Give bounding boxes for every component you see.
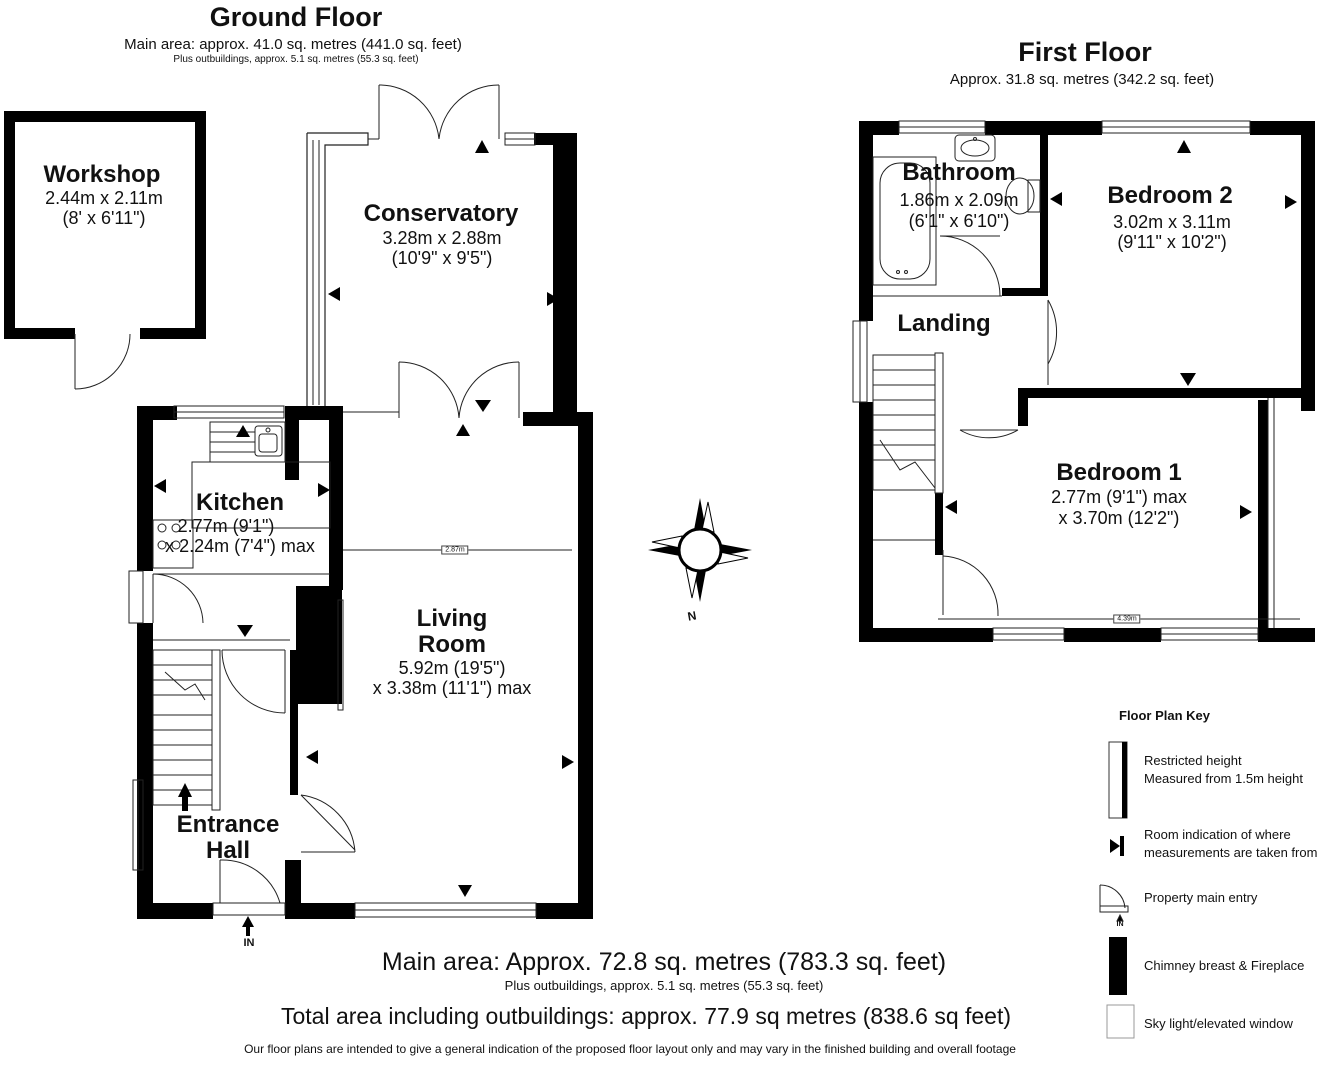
living-room-dim-line1: 5.92m (19'5") bbox=[398, 658, 506, 678]
workshop-dim-metric: 2.44m x 2.11m bbox=[45, 188, 163, 208]
workshop-name: Workshop bbox=[43, 161, 161, 188]
key-title: Floor Plan Key bbox=[1119, 708, 1211, 723]
restricted-height-icon bbox=[1108, 741, 1128, 819]
landing-name: Landing bbox=[897, 310, 991, 337]
first-floor-indicators bbox=[945, 140, 1297, 519]
summary-total-area: Total area including outbuildings: appro… bbox=[280, 1003, 1012, 1029]
ground-floor-thin-lines bbox=[128, 405, 537, 918]
workshop-door bbox=[74, 333, 131, 390]
kitchen-name: Kitchen bbox=[195, 489, 285, 516]
conservatory-french-doors bbox=[378, 84, 500, 140]
disclaimer-text: Our floor plans are intended to give a g… bbox=[244, 1042, 1016, 1056]
entrance-hall-name-line2: Hall bbox=[205, 837, 251, 864]
ground-floor-walls bbox=[137, 406, 593, 919]
kitchen-dim-line1: 2.77m (9'1") bbox=[177, 516, 275, 536]
bedroom2-dim-metric: 3.02m x 3.11m bbox=[1113, 212, 1231, 232]
bedroom2-name: Bedroom 2 bbox=[1107, 182, 1233, 209]
bathroom-fittings bbox=[872, 134, 1041, 286]
ground-floor-title: Ground Floor bbox=[209, 2, 383, 32]
compass-rose bbox=[648, 498, 752, 602]
ground-floor-internal-doors bbox=[152, 573, 356, 904]
entrance-hall-name-line1: Entrance bbox=[176, 811, 280, 838]
entry-in-label: IN bbox=[243, 937, 255, 949]
main-entry-icon bbox=[1099, 884, 1129, 922]
bathroom-name: Bathroom bbox=[902, 159, 1016, 186]
workshop-walls bbox=[4, 111, 206, 339]
conservatory-dim-imperial: (10'9" x 9'5") bbox=[391, 248, 493, 268]
bathroom-dim-imperial: (6'1" x 6'10") bbox=[908, 211, 1010, 231]
key-item-restricted-height: Restricted height Measured from 1.5m hei… bbox=[1144, 753, 1303, 786]
first-floor-area: Approx. 31.8 sq. metres (342.2 sq. feet) bbox=[949, 71, 1215, 88]
first-floor-thin-lines bbox=[852, 120, 1275, 641]
summary-outbuildings: Plus outbuildings, approx. 5.1 sq. metre… bbox=[504, 978, 824, 993]
skylight-icon bbox=[1106, 1004, 1135, 1039]
key-icons bbox=[1099, 741, 1135, 1039]
first-floor-walls bbox=[859, 121, 1315, 642]
living-room-measure-label: 2.87m bbox=[441, 545, 469, 555]
living-room-name-line1: Living bbox=[416, 605, 488, 632]
ground-floor-outbuildings: Plus outbuildings, approx. 5.1 sq. metre… bbox=[173, 54, 419, 65]
conservatory-dim-metric: 3.28m x 2.88m bbox=[382, 228, 502, 248]
room-indication-icon bbox=[1110, 836, 1124, 856]
bathroom-dim-metric: 1.86m x 2.09m bbox=[899, 190, 1019, 210]
conservatory-walls bbox=[306, 132, 577, 418]
bedroom1-dim-line1: 2.77m (9'1") max bbox=[1051, 487, 1187, 507]
kitchen-fittings bbox=[152, 421, 331, 569]
living-room-dim-line2: x 3.38m (11'1") max bbox=[372, 678, 532, 698]
ground-floor-main-area: Main area: approx. 41.0 sq. metres (441.… bbox=[124, 36, 462, 53]
key-item-skylight: Sky light/elevated window bbox=[1144, 1016, 1293, 1031]
living-french-doors bbox=[398, 361, 520, 419]
conservatory-name: Conservatory bbox=[363, 200, 519, 227]
key-in-label: IN bbox=[1116, 921, 1124, 928]
bedroom1-dim-line2: x 3.70m (12'2") bbox=[1058, 508, 1180, 528]
bedroom1-name: Bedroom 1 bbox=[1056, 459, 1182, 486]
living-room-name-line2: Room bbox=[418, 631, 486, 658]
kitchen-dim-line2: x 2.24m (7'4") max bbox=[165, 536, 315, 556]
bedroom1-measure-label: 4.39m bbox=[1113, 614, 1141, 624]
first-floor-title: First Floor bbox=[1018, 37, 1152, 67]
key-item-room-indication: Room indication of where measurements ar… bbox=[1144, 827, 1318, 860]
key-item-main-entry: Property main entry bbox=[1144, 890, 1258, 905]
workshop-dim-imperial: (8' x 6'11") bbox=[62, 208, 146, 228]
first-floor-doors bbox=[939, 235, 1058, 617]
bedroom2-dim-imperial: (9'11" x 10'2") bbox=[1117, 232, 1227, 252]
key-item-chimney: Chimney breast & Fireplace bbox=[1144, 958, 1305, 973]
first-floor-stairs bbox=[872, 352, 944, 494]
summary-main-area: Main area: Approx. 72.8 sq. metres (783.… bbox=[381, 948, 947, 976]
ground-floor-indicators bbox=[154, 140, 574, 936]
chimney-icon bbox=[1109, 937, 1127, 995]
